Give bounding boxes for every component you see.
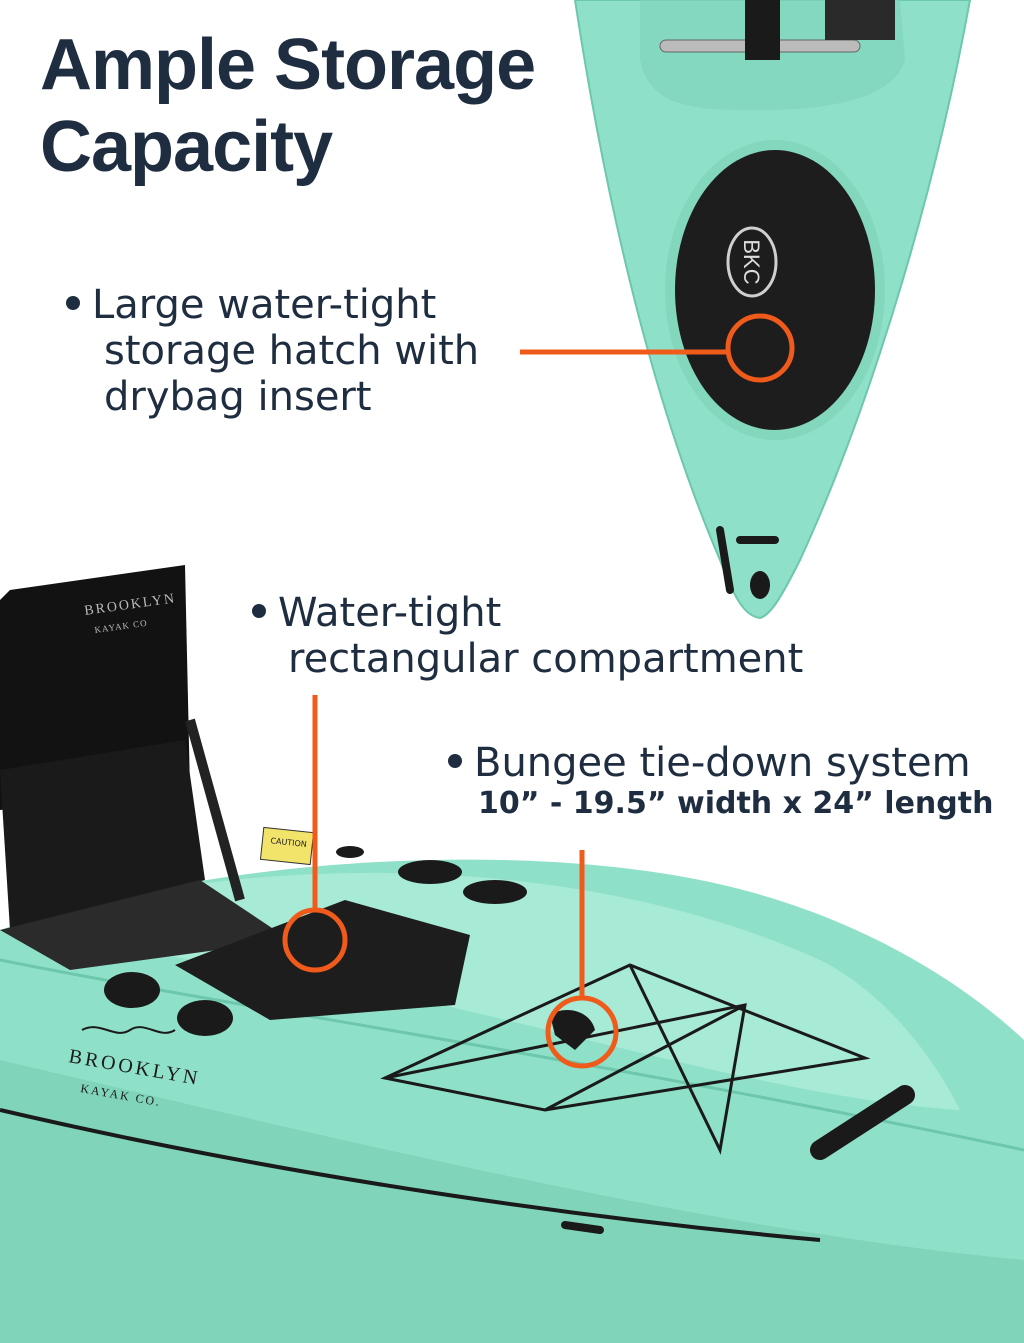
callout-2-line-2: rectangular compartment: [288, 636, 804, 682]
bullet-icon: [252, 604, 266, 618]
hull-line: [0, 1108, 821, 1242]
callout-1-line-1: Large water-tight: [92, 282, 437, 328]
title-line-1: Ample Storage: [40, 25, 536, 105]
bullet-icon: [66, 296, 80, 310]
callout-3-line-1: Bungee tie-down system: [474, 740, 971, 786]
callout-1-line-2: storage hatch with: [104, 328, 480, 374]
bkc-logo: [726, 226, 778, 298]
callout-storage-hatch: Large water-tight storage hatch with dry…: [66, 282, 479, 420]
seat-base: [0, 740, 205, 930]
callout-1-line-3: drybag insert: [104, 374, 372, 420]
callout-rectangular-compartment: Water-tight rectangular compartment: [252, 590, 803, 682]
bullet-icon: [448, 754, 462, 768]
kayak-bow-topview: BKC: [573, 0, 972, 620]
callout-ring-compartment: [282, 907, 348, 973]
hatch-logo-text: BKC: [739, 239, 764, 284]
page-title: Ample Storage Capacity: [40, 24, 536, 188]
callout-2-line-1: Water-tight: [278, 590, 502, 636]
callout-ring-bungee: [545, 995, 619, 1069]
hatch-cover: [675, 150, 875, 430]
callout-ring-hatch: [725, 313, 795, 383]
callout-3-dimensions: 10” - 19.5” width x 24” length: [478, 786, 994, 821]
rectangular-hatch: [175, 900, 470, 1020]
title-line-2: Capacity: [40, 107, 333, 187]
callout-bungee-system: Bungee tie-down system 10” - 19.5” width…: [448, 740, 993, 822]
caution-label: CAUTION: [270, 836, 307, 849]
caution-sticker: [259, 826, 315, 866]
